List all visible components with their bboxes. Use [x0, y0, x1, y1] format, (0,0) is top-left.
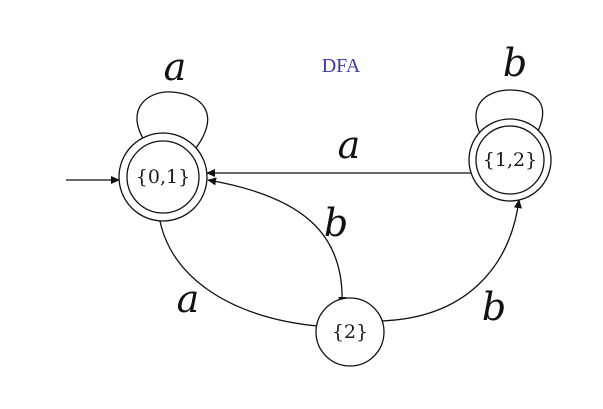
- state-s01-inner-ring: [126, 140, 200, 214]
- edge-s2-to-s01: [154, 206, 319, 327]
- edge-s01-self-loop: [136, 91, 209, 150]
- state-s2-ring: [315, 297, 385, 367]
- edge-label-s01-to-s2: b: [324, 201, 348, 245]
- state-s01: {0,1}: [118, 132, 208, 222]
- edge-label-s12-to-s01: a: [338, 123, 361, 167]
- state-s12-label: {1,2}: [483, 149, 537, 171]
- edge-s2-to-s12: [380, 199, 522, 322]
- state-s01-label: {0,1}: [136, 166, 190, 188]
- state-s12-inner-ring: [475, 125, 545, 195]
- edge-label-s12-self: b: [503, 41, 527, 85]
- state-s2: {2}: [315, 297, 385, 367]
- state-s12: {1,2}: [468, 118, 552, 202]
- state-s2-label: {2}: [332, 321, 368, 343]
- edge-label-s01-self: a: [164, 45, 187, 89]
- edge-s01-to-s2: [207, 177, 347, 306]
- edge-label-s2-to-s01: a: [177, 277, 200, 321]
- edge-label-s2-to-s12: b: [482, 285, 506, 329]
- edge-s12-self-loop: [475, 89, 544, 146]
- diagram-title: DFA: [322, 55, 361, 77]
